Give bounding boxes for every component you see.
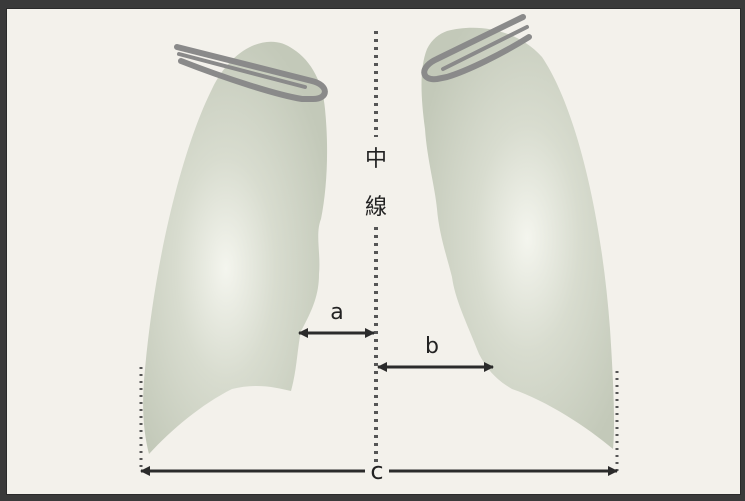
left-lung-shape [143,42,327,454]
measurement-a-label: a [330,300,343,325]
right-lung-shape [422,28,615,449]
diagram-frame: 中 線 a b c [6,8,741,495]
measurement-c-label: c [370,457,383,485]
measurement-b-label: b [425,334,439,359]
midline-label-2: 線 [365,195,387,220]
lung-measurement-diagram: 中 線 a b c [7,9,742,496]
midline-label-1: 中 [365,147,387,172]
